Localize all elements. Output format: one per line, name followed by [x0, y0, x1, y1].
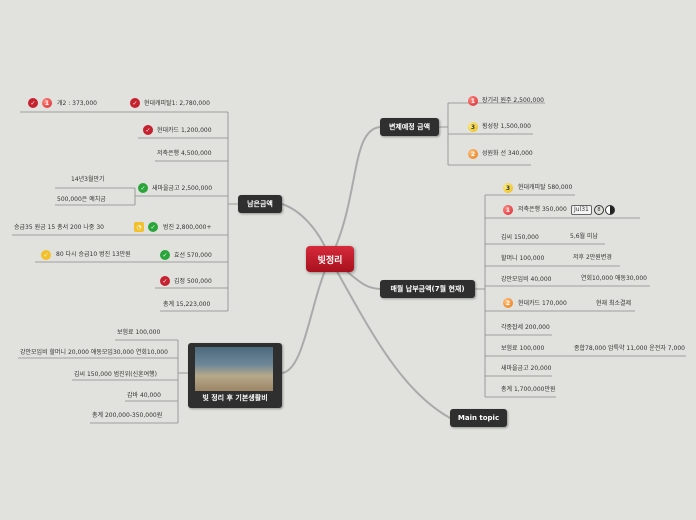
task-half-icon: ◔ — [134, 222, 144, 232]
monthly-saemaul[interactable]: 새마을금고 20,000 — [501, 365, 552, 372]
circled-number-icon: 8 — [594, 205, 604, 215]
central-topic[interactable]: 빚정리 — [306, 246, 354, 272]
remaining-deposit[interactable]: 500,000은 예치금 — [57, 196, 106, 203]
repay-item-2[interactable]: 횡성장 1,500,000 — [482, 123, 532, 130]
monthly-insurance[interactable]: 보험료 100,000 — [501, 345, 545, 352]
priority-1-icon: 1 — [42, 98, 52, 108]
priority-3-icon: 3 — [503, 183, 513, 193]
topic-monthly[interactable]: 매월 납부금액(7월 현재) — [380, 280, 475, 298]
remaining-hyoseon-note[interactable]: 80 다시 승급10 벙진 13만원 — [56, 251, 131, 258]
topic-main[interactable]: Main topic — [450, 409, 507, 427]
remaining-kimjeong[interactable]: 김정 500,000 — [174, 278, 212, 285]
monthly-kim[interactable]: 김씨 150,000 — [501, 234, 539, 241]
monthly-kim-note[interactable]: 5,6월 미납 — [570, 233, 599, 240]
calendar-date-badge: Jul31 — [571, 205, 592, 215]
remaining-beomjin-note[interactable]: 승급35 원금 15 총서 200 나중 30 — [14, 224, 104, 231]
check-green-icon: ✓ — [138, 183, 148, 193]
remaining-sub-kae2[interactable]: 개2 : 373,000 — [57, 100, 97, 107]
priority-2-icon: 2 — [503, 298, 513, 308]
remaining-saemaul[interactable]: 새마을금고 2,500,000 — [152, 185, 213, 192]
monthly-meeting[interactable]: 강안모임비 40,000 — [501, 276, 552, 283]
monthly-savings-bank[interactable]: 저축은행 350,000 — [518, 206, 567, 213]
half-progress-icon — [605, 205, 615, 215]
after-meeting[interactable]: 강안모임비 할머니 20,000 애동모임30,000 연회10,000 — [20, 349, 168, 356]
remaining-savings-bank[interactable]: 저축은행 4,500,000 — [157, 150, 212, 157]
monthly-meeting-note[interactable]: 연회10,000 애동30,000 — [581, 275, 647, 282]
priority-1-icon: 1 — [468, 96, 478, 106]
priority-1-icon: 1 — [503, 205, 513, 215]
monthly-taxes[interactable]: 각종잡세 200,000 — [501, 324, 550, 331]
monthly-insurance-note[interactable]: 종합78,000 암특약 11,000 운전자 7,000 — [574, 345, 685, 352]
topic-beach-image — [195, 347, 273, 391]
remaining-beomjin[interactable]: 벙진 2,800,000+ — [163, 224, 212, 231]
remaining-hyundai-capital[interactable]: 현대캐피탈1: 2,780,000 — [144, 100, 210, 107]
check-red-icon: ✓ — [160, 276, 170, 286]
remaining-maturity[interactable]: 14년3월만기 — [71, 176, 105, 183]
check-yellow-icon: ✓ — [41, 250, 51, 260]
monthly-grandma-note[interactable]: 저후 2만원변경 — [573, 254, 612, 261]
topic-repay[interactable]: 변제예정 금액 — [380, 118, 439, 136]
remaining-hyoseon[interactable]: 효선 570,000 — [174, 252, 212, 259]
remaining-hyundai-card[interactable]: 현대카드 1,200,000 — [157, 127, 212, 134]
check-red-icon: ✓ — [143, 125, 153, 135]
after-total[interactable]: 총계 200,000-350,000원 — [92, 412, 163, 419]
monthly-hyundai-card[interactable]: 현대카드 170,000 — [518, 300, 567, 307]
priority-2-icon: 2 — [468, 149, 478, 159]
monthly-hyundai-capital[interactable]: 현대캐피탈 580,000 — [518, 184, 573, 191]
remaining-total[interactable]: 총계 15,223,000 — [163, 301, 211, 308]
check-green-icon: ✓ — [148, 222, 158, 232]
topic-remaining[interactable]: 남은금액 — [238, 195, 282, 213]
repay-item-1[interactable]: 장기리 원주 2,500,000 — [482, 97, 544, 104]
topic-after-label: 빚 정리 후 기본생활비 — [202, 394, 268, 402]
priority-3-icon: 3 — [468, 122, 478, 132]
check-red-icon: ✓ — [28, 98, 38, 108]
after-gapba[interactable]: 갑바 40,000 — [127, 392, 161, 399]
repay-item-3[interactable]: 성원화 선 340,000 — [482, 150, 533, 157]
check-green-icon: ✓ — [160, 250, 170, 260]
check-red-icon: ✓ — [130, 98, 140, 108]
monthly-hyundai-card-note[interactable]: 현재 최소결제 — [596, 300, 632, 307]
monthly-total[interactable]: 총계 1,700,000만원 — [501, 386, 556, 393]
monthly-grandma[interactable]: 할머니 100,000 — [501, 255, 545, 262]
after-kim[interactable]: 김씨 150,000 범진위(신혼여행) — [74, 371, 157, 378]
after-insurance[interactable]: 보험료 100,000 — [117, 329, 161, 336]
